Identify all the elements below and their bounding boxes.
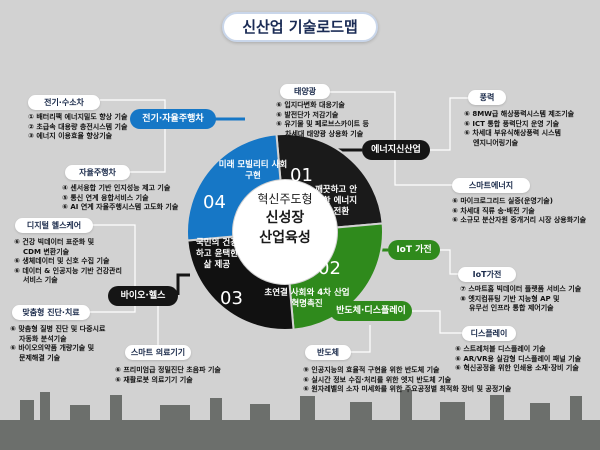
tech-item: ⑥ 8MW급 해상풍력시스템 제조기술: [464, 110, 575, 118]
tech-item: ⑥ 건강 빅데이터 표준화 및: [14, 238, 95, 246]
tech-item: ⑥ 맞춤형 질병 진단 및 다중시료: [10, 325, 106, 333]
tech-item: ⑥ 생체데이터 및 신호 수집 기술: [14, 257, 110, 265]
tech-item: ④ 센서융합 기반 인지성능 제고 기술: [62, 184, 171, 192]
tech-item: CDM 변환기술: [23, 247, 70, 256]
tech-item: ⑥ AR/VR용 실감형 디스플레이 패널 기술: [455, 354, 582, 363]
tech-item: ③ 에너지 이용효율 향상기술: [28, 132, 113, 140]
hub-iot[interactable]: IoT 가전: [388, 240, 440, 260]
tech-item: 문제해결 기술: [19, 353, 61, 362]
tech-item: ⑥ 재활로봇 의료기기 기술: [115, 375, 193, 384]
tech-item: ⑥ 차세대 부유식해상풍력 시스템: [464, 129, 561, 137]
topic-pill[interactable]: 풍력: [468, 90, 506, 105]
tech-item: ⑤ 통신 연계 융합서비스 기술: [62, 193, 149, 202]
tech-item: ⑥ 원자레벨의 소자 미세화를 위한 주요공정별 최적화 장비 및 공정기술: [303, 385, 512, 393]
center-title: 혁신주도형 신성장 산업육성: [240, 190, 330, 247]
tech-item: ⑨ 인공지능의 효율적 구현을 위한 반도체 기술: [303, 366, 440, 374]
tech-item: ⑥ 바이오의약품 개량기술 및: [10, 344, 95, 352]
hub-energy[interactable]: 에너지신산업: [362, 140, 430, 160]
hub-semiconductor-display[interactable]: 반도체·디스플레이: [330, 301, 412, 321]
segment-04-number: 04: [203, 192, 226, 213]
segment-01-number: 01: [290, 165, 313, 186]
segment-04-text: 미래 모빌리티 사회구현: [218, 160, 288, 181]
tech-item: ⑥ 발전단가 저감기술: [276, 110, 339, 119]
tech-item: 서비스 기술: [23, 276, 58, 284]
topic-pill[interactable]: 스마트 의료기기: [125, 345, 191, 360]
center-line1: 혁신주도형: [257, 192, 313, 206]
tech-item: ⑥ 데이터 & 인공지능 기반 건강관리: [14, 266, 122, 275]
topic-pill[interactable]: IoT가전: [458, 267, 516, 282]
tech-item: ⑥ 유기물 및 페로브스카이트 등: [276, 120, 369, 128]
segment-02-number: 02: [318, 258, 341, 279]
tech-item: ⑥ 스트레처블 디스플레이 기술: [455, 345, 546, 353]
topic-pill[interactable]: 전기·수소차: [28, 95, 100, 110]
tech-item: ② 초급속 대용량 충전시스템 기술: [28, 122, 128, 131]
tech-item: ⑥ 소규모 분산자원 중개거리 시장 상용화기술: [452, 216, 587, 224]
tech-item: ⑥ 입지다변화 대응기술: [276, 101, 345, 109]
segment-03-text: 국민의 건강하고 윤택한 삶 제공: [195, 238, 239, 270]
tech-item: ⑧ 엣지컴퓨팅 기반 지능형 AP 및: [460, 294, 560, 303]
tech-item: ⑥ 실시간 정보 수집·처리를 위한 엣지 반도체 기술: [303, 375, 452, 384]
topic-pill[interactable]: 스마트에너지: [452, 178, 530, 193]
tech-item: 자동화 분석기술: [19, 334, 67, 343]
segment-02-text: 초연결 사회와 4차 산업혁명촉진: [264, 288, 350, 309]
tech-item: ⑥ 마이크로그리드 실증(운영기술): [452, 197, 553, 205]
center-line3: 산업육성: [259, 230, 311, 246]
topic-pill[interactable]: 반도체: [305, 345, 351, 360]
tech-item: ⑥ 혁신공정을 위한 인쇄용 소재·장비 기술: [455, 364, 579, 372]
tech-item: 유무선 인프라 통합 제어기술: [469, 304, 554, 312]
segment-01-text: 깨끗하고 안전한 에너지로 전환: [314, 185, 358, 217]
topic-pill[interactable]: 맞춤형 진단·치료: [12, 305, 90, 320]
center-circle: [233, 180, 337, 284]
tech-item: ⑥ AI 연계 자율주행시스템 고도화 기술: [62, 203, 179, 211]
center-line2: 신성장: [265, 210, 305, 226]
page-title: 신산업 기술로드맵: [222, 12, 378, 42]
hub-bio-health[interactable]: 바이오·헬스: [108, 286, 178, 306]
tech-item: 엔지니어링기술: [473, 138, 519, 147]
topic-pill[interactable]: 디스플레이: [462, 326, 516, 341]
tech-item: ⑦ 스마트홈 빅데이터 플랫폼 서비스 기술: [460, 285, 582, 293]
topic-pill[interactable]: 디지털 헬스케어: [15, 218, 93, 233]
tech-item: ⑥ 프리미엄급 정밀진단 초음파 기술: [115, 366, 221, 374]
topic-pill[interactable]: 태양광: [280, 84, 330, 99]
city-skyline: [0, 390, 600, 450]
tech-item: ① 배터리팩 에너지밀도 향상 기술: [28, 113, 128, 121]
tech-item: ⑥ ICT 통합 풍력단지 운영 기술: [464, 119, 560, 128]
topic-pill[interactable]: 자율주행차: [65, 165, 130, 180]
tech-item: ⑥ 차세대 직류 송·배전 기술: [452, 206, 535, 215]
hub-mobility[interactable]: 전기·자율주행차: [130, 109, 216, 129]
tech-item: 차세대 태양광 상용화 기술: [285, 129, 364, 138]
segment-03-number: 03: [220, 288, 243, 309]
